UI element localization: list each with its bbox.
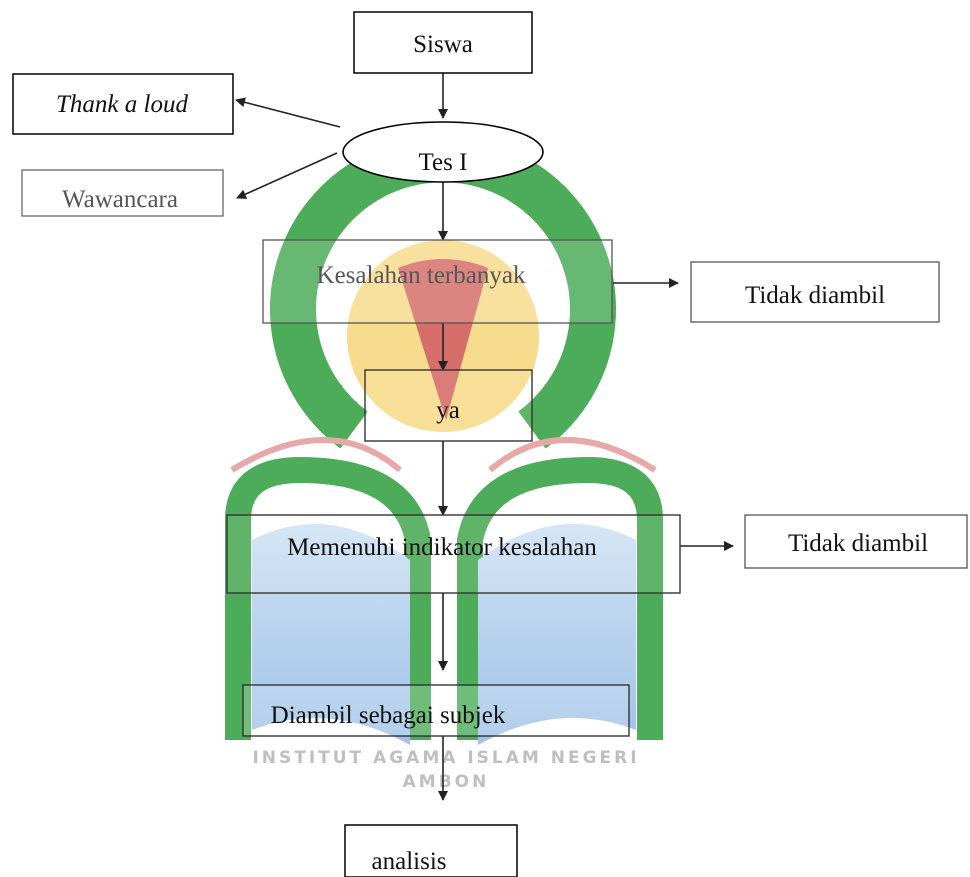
node-diambil-sebagai-subjek-label: Diambil sebagai subjek	[271, 702, 506, 729]
node-ya: ya	[364, 369, 533, 442]
connectors	[235, 73, 734, 801]
node-wawancara-label: Wawancara	[62, 186, 178, 213]
logo-left-frame	[225, 456, 431, 740]
node-siswa-label: Siswa	[413, 31, 473, 58]
logo-book-right-page	[478, 524, 636, 745]
node-analisis: analisis	[344, 824, 518, 877]
node-thank-a-loud: Thank a loud	[12, 73, 234, 135]
node-diambil-sebagai-subjek: Diambil sebagai subjek	[242, 684, 630, 737]
logo-left-arch	[230, 437, 402, 473]
arrow-tes-to-wawancara	[236, 152, 338, 199]
node-tidak-diambil-1-label: Tidak diambil	[745, 282, 885, 309]
logo-right-arch	[488, 437, 657, 473]
node-siswa: Siswa	[353, 11, 533, 74]
node-kesalahan-terbanyak-label: Kesalahan terbanyak	[317, 262, 526, 289]
logo-right-frame	[457, 456, 663, 740]
node-tidak-diambil-2: Tidak diambil	[744, 514, 968, 569]
node-thank-a-loud-label: Thank a loud	[56, 91, 188, 118]
node-tes-i-label: Tes I	[419, 149, 468, 176]
node-kesalahan-terbanyak: Kesalahan terbanyak	[262, 239, 613, 324]
node-memenuhi-indikator: Memenuhi indikator kesalahan	[226, 514, 681, 594]
arrow-tes-to-thank	[235, 97, 341, 128]
node-tidak-diambil-1: Tidak diambil	[690, 261, 940, 323]
node-ya-label: ya	[436, 397, 460, 424]
node-tidak-diambil-2-label: Tidak diambil	[788, 530, 928, 557]
logo-book-left-page	[252, 524, 410, 745]
node-tes-i: Tes I	[342, 121, 544, 183]
watermark-line-1: INSTITUT AGAMA ISLAM NEGERI	[252, 748, 639, 768]
node-memenuhi-indikator-label: Memenuhi indikator kesalahan	[287, 534, 597, 561]
node-analisis-label: analisis	[372, 848, 447, 875]
node-wawancara: Wawancara	[21, 169, 224, 217]
watermark-line-2: AMBON	[403, 772, 490, 792]
